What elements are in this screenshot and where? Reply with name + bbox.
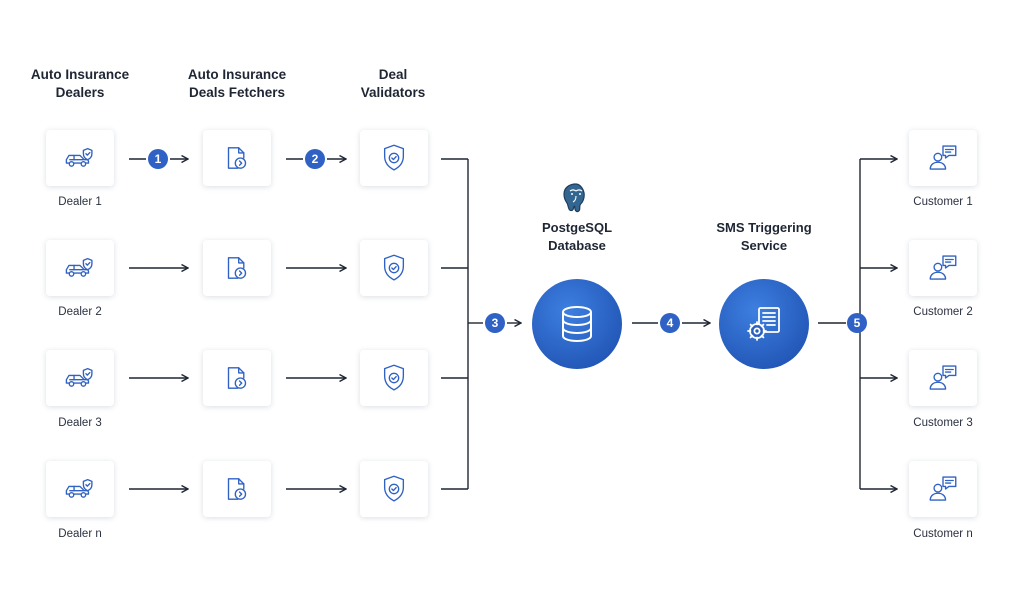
car-shield-icon	[65, 147, 93, 167]
validator-card-1	[360, 130, 428, 186]
validators-column-title: Deal Validators	[360, 67, 426, 100]
customer-card-1	[909, 130, 977, 186]
step-badge-5: 5	[847, 313, 867, 333]
gear-document-icon	[747, 307, 780, 341]
document-arrow-icon	[227, 147, 247, 169]
customer-card-2	[909, 240, 977, 296]
customer-card-3	[909, 350, 977, 406]
customer-label-3: Customer 3	[913, 417, 973, 429]
fetchers-column-title: Auto Insurance Deals Fetchers	[187, 67, 287, 100]
shield-check-icon	[383, 475, 405, 502]
fetcher-card-n	[203, 461, 271, 517]
sms-service-title: SMS Triggering Service	[716, 220, 812, 253]
dealers-column-title: Auto Insurance Dealers	[30, 67, 130, 100]
step-badge-4: 4	[660, 313, 680, 333]
customer-card-n	[909, 461, 977, 517]
customer-label-2: Customer 2	[913, 306, 973, 318]
step-badge-3: 3	[485, 313, 505, 333]
dealer-label-1: Dealer 1	[58, 196, 102, 208]
validator-card-2	[360, 240, 428, 296]
step-badge-1: 1	[148, 149, 168, 169]
user-chat-icon	[929, 476, 957, 501]
document-arrow-icon	[227, 478, 247, 500]
dealer-card-2	[46, 240, 114, 296]
dealer-card-1	[46, 130, 114, 186]
shield-check-icon	[383, 144, 405, 171]
car-shield-icon	[65, 367, 93, 387]
customer-label-n: Customer n	[913, 528, 973, 540]
shield-check-icon	[383, 364, 405, 391]
car-shield-icon	[65, 257, 93, 277]
dealer-label-3: Dealer 3	[58, 417, 102, 429]
dealer-card-3	[46, 350, 114, 406]
shield-check-icon	[383, 254, 405, 281]
user-chat-icon	[929, 365, 957, 390]
user-chat-icon	[929, 255, 957, 280]
car-shield-icon	[65, 478, 93, 498]
fetcher-card-3	[203, 350, 271, 406]
postgresql-elephant-icon	[563, 183, 585, 213]
database-title: PostgeSQL Database	[541, 220, 613, 253]
database-node	[532, 279, 622, 369]
user-chat-icon	[929, 145, 957, 170]
step-badge-2: 2	[305, 149, 325, 169]
validator-card-n	[360, 461, 428, 517]
validator-card-3	[360, 350, 428, 406]
dealer-card-n	[46, 461, 114, 517]
document-arrow-icon	[227, 257, 247, 279]
dealer-label-2: Dealer 2	[58, 306, 102, 318]
document-arrow-icon	[227, 367, 247, 389]
fetcher-card-1	[203, 130, 271, 186]
dealer-label-n: Dealer n	[58, 528, 102, 540]
sms-service-node	[719, 279, 809, 369]
database-icon	[562, 306, 592, 342]
fetcher-card-2	[203, 240, 271, 296]
customer-label-1: Customer 1	[913, 196, 973, 208]
